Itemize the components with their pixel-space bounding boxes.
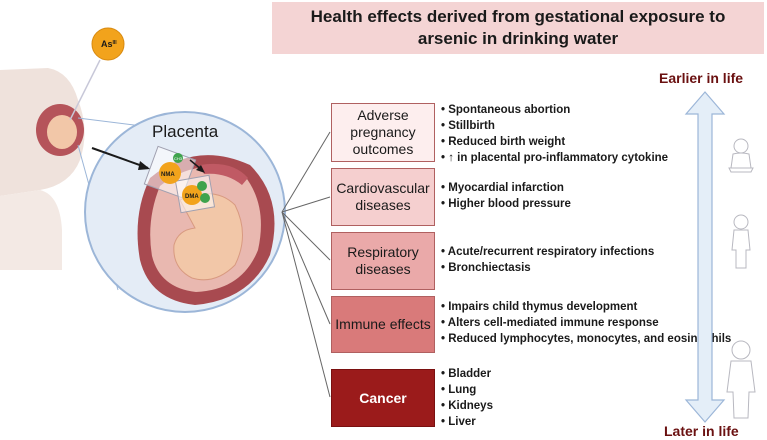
nma-circle <box>159 162 181 184</box>
category-cancer: Cancer <box>331 369 435 427</box>
connector-3 <box>281 211 331 261</box>
methyl-label: CH3 <box>174 156 183 161</box>
effect-item: Acute/recurrent respiratory infections <box>441 244 741 260</box>
connector-lines <box>281 131 331 398</box>
child-icon <box>731 214 751 269</box>
effect-item: Myocardial infarction <box>441 180 741 196</box>
effects-adverse-pregnancy: Spontaneous abortion Stillbirth Reduced … <box>441 102 741 166</box>
connector-2 <box>281 196 331 213</box>
large-fetus <box>173 193 243 281</box>
category-respiratory: Respiratory diseases <box>331 232 435 290</box>
effects-cardiovascular: Myocardial infarction Higher blood press… <box>441 180 741 212</box>
timeline-bottom-label: Later in life <box>664 423 739 439</box>
nma-label: NMA <box>161 172 175 178</box>
dma-label: DMA <box>185 194 199 200</box>
placenta-label: Placenta <box>152 122 219 141</box>
effect-item: Impairs child thymus development <box>441 299 741 315</box>
category-adverse-pregnancy: Adverse pregnancy outcomes <box>331 103 435 162</box>
effect-item: Higher blood pressure <box>441 196 741 212</box>
double-arrow-icon <box>684 91 726 423</box>
arrow-to-fetus-head <box>196 165 205 173</box>
effects-cancer: Bladder Lung Kidneys Liver <box>441 366 741 430</box>
connector-5 <box>281 211 331 398</box>
arrow-to-placenta-head <box>138 161 150 170</box>
effect-item: ↑ in placental pro-inflammatory cytokine <box>441 150 741 166</box>
effect-item: Spontaneous abortion <box>441 102 741 118</box>
effect-item: Bladder <box>441 366 741 382</box>
pregnancy-illustration: AsIII NMA DMA CH3 Placenta <box>0 0 330 440</box>
category-immune: Immune effects <box>331 296 435 353</box>
effect-item: Kidneys <box>441 398 741 414</box>
category-cardiovascular: Cardiovascular diseases <box>331 168 435 226</box>
effect-item: Stillbirth <box>441 118 741 134</box>
adult-icon <box>726 340 756 419</box>
effects-respiratory: Acute/recurrent respiratory infections B… <box>441 244 741 276</box>
effect-item: Liver <box>441 414 741 430</box>
methyl-circle-3 <box>200 193 210 203</box>
baby-icon <box>728 138 754 173</box>
arrow-to-placenta <box>91 147 149 169</box>
timeline-top-label: Earlier in life <box>659 70 744 86</box>
water-line <box>69 59 101 121</box>
methyl-circle-2 <box>197 181 207 191</box>
effect-item: Alters cell-mediated immune response <box>441 315 741 331</box>
abdomen-silhouette <box>0 190 62 270</box>
placenta <box>200 163 248 185</box>
diagram-title: Health effects derived from gestational … <box>272 2 764 54</box>
arsenic-label: AsIII <box>101 39 117 49</box>
life-stage-figures <box>726 138 756 419</box>
arsenic-circle <box>91 27 125 61</box>
effects-immune: Impairs child thymus development Alters … <box>441 299 741 347</box>
effect-item: Reduced birth weight <box>441 134 741 150</box>
pregnancy-illustration-svg: AsIII NMA DMA CH3 <box>0 27 286 313</box>
dma-circle <box>182 185 202 205</box>
methyl-circle-1 <box>173 153 183 163</box>
effect-item: Bronchiectasis <box>441 260 741 276</box>
effect-item: Reduced lymphocytes, monocytes, and eosi… <box>441 331 741 347</box>
small-fetus <box>47 115 77 149</box>
effect-item: Lung <box>441 382 741 398</box>
connector-4 <box>281 211 331 325</box>
timeline-arrow <box>684 91 726 423</box>
connector-1 <box>281 131 331 213</box>
diagram-title-text: Health effects derived from gestational … <box>310 7 726 48</box>
